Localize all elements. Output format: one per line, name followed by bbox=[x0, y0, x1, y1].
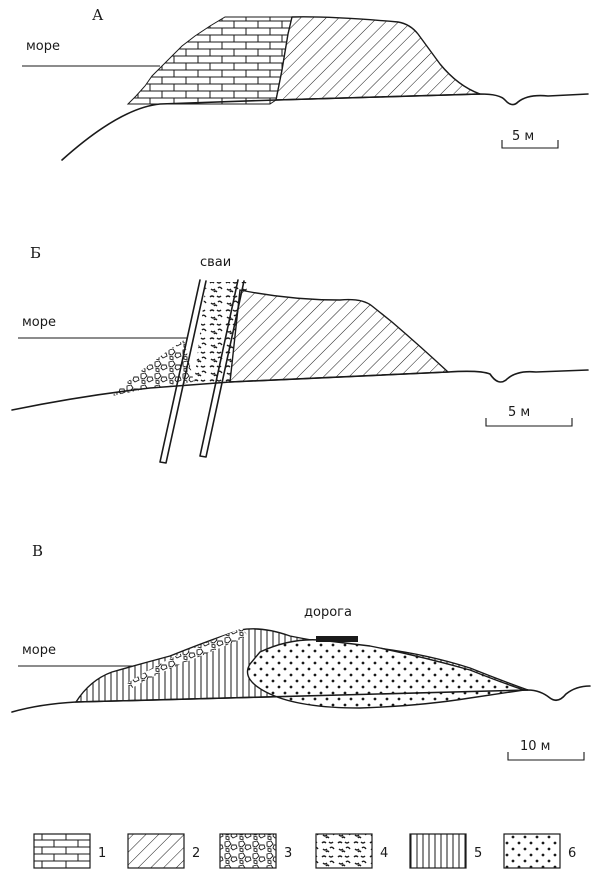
dots-icon bbox=[503, 833, 561, 869]
panel-b-letter: Б bbox=[30, 244, 41, 262]
panel-b-pile-right bbox=[199, 279, 245, 458]
panel-a-scale-bar bbox=[501, 140, 559, 149]
panel-b-sea-label: море bbox=[22, 315, 56, 330]
diagonal-hatch-icon bbox=[127, 833, 185, 869]
panel-c-boulder-fill bbox=[126, 628, 248, 688]
legend-num-3: 3 bbox=[284, 846, 292, 861]
legend-num-5: 5 bbox=[474, 846, 482, 861]
legend-item-5: 5 bbox=[409, 833, 482, 869]
panel-a-diagonal-fill bbox=[275, 16, 481, 101]
panel-c-sea-label: море bbox=[22, 643, 56, 658]
vertical-hatch-icon bbox=[409, 833, 467, 869]
panel-c-ground-line bbox=[11, 685, 591, 713]
panel-a-ground-line bbox=[61, 93, 589, 161]
panel-a-brick-fill bbox=[126, 16, 293, 105]
panel-b-scale-label: 5 м bbox=[508, 405, 530, 420]
panel-c: В море дорога 10 м bbox=[11, 542, 591, 761]
panel-a-scale-label: 5 м bbox=[512, 129, 534, 144]
legend-num-6: 6 bbox=[568, 846, 576, 861]
legend-item-4: 4 bbox=[315, 833, 388, 869]
boulders-icon bbox=[219, 833, 277, 869]
panel-a-sea-label: море bbox=[26, 39, 60, 54]
panel-b: Б сваи море 5 м bbox=[11, 244, 589, 464]
panel-c-dotted-core bbox=[246, 639, 525, 709]
panel-b-rubble-fill bbox=[194, 282, 248, 384]
panel-c-road-label: дорога bbox=[304, 605, 352, 620]
legend-num-4: 4 bbox=[380, 846, 388, 861]
panel-b-pile-left bbox=[159, 279, 207, 464]
panel-c-letter: В bbox=[32, 542, 43, 560]
panel-b-ground-line bbox=[11, 369, 589, 411]
panel-b-boulder-fill bbox=[112, 340, 194, 396]
panel-b-piles-label: сваи bbox=[200, 255, 231, 270]
rubble-icon bbox=[315, 833, 373, 869]
legend: 1 2 3 4 5 6 bbox=[33, 833, 576, 869]
panel-b-diagonal-fill bbox=[229, 289, 450, 383]
panel-a: А море 5 м bbox=[22, 6, 589, 161]
legend-num-2: 2 bbox=[192, 846, 200, 861]
legend-item-2: 2 bbox=[127, 833, 200, 869]
brick-icon bbox=[33, 833, 91, 869]
panel-c-scale-label: 10 м bbox=[520, 739, 550, 754]
panel-a-letter: А bbox=[92, 6, 104, 24]
legend-item-3: 3 bbox=[219, 833, 292, 869]
legend-item-6: 6 bbox=[503, 833, 576, 869]
legend-num-1: 1 bbox=[98, 846, 106, 861]
legend-item-1: 1 bbox=[33, 833, 106, 869]
panel-c-scale-bar bbox=[507, 752, 585, 761]
panel-b-scale-bar bbox=[485, 418, 573, 427]
panel-c-road-mark bbox=[316, 636, 358, 642]
